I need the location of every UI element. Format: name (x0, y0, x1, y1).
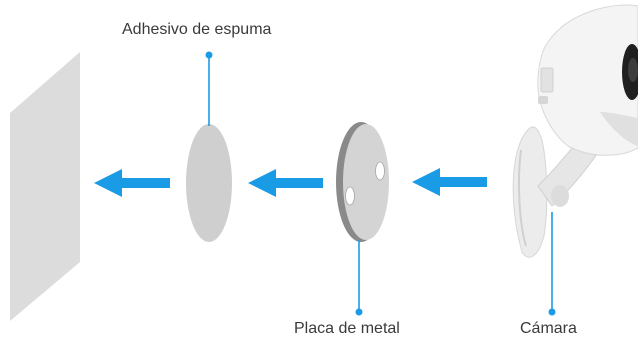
arrow-left-icon (412, 168, 487, 196)
metal-plate-hole (375, 161, 385, 181)
camera-illustration (512, 4, 638, 258)
metal-plate (336, 122, 389, 242)
arrow-left-icon (94, 169, 170, 197)
camera-label: Cámara (520, 320, 577, 337)
leader-foam (205, 51, 213, 126)
foam-adhesive-label: Adhesivo de espuma (122, 21, 272, 38)
leader-metal-plate (355, 240, 363, 316)
leader-camera (548, 212, 556, 316)
metal-plate-hole (345, 186, 355, 206)
wall-surface (10, 52, 80, 321)
metal-plate-label: Placa de metal (294, 320, 400, 337)
foam-adhesive-disc (186, 124, 232, 242)
arrow-left-icon (248, 169, 323, 197)
